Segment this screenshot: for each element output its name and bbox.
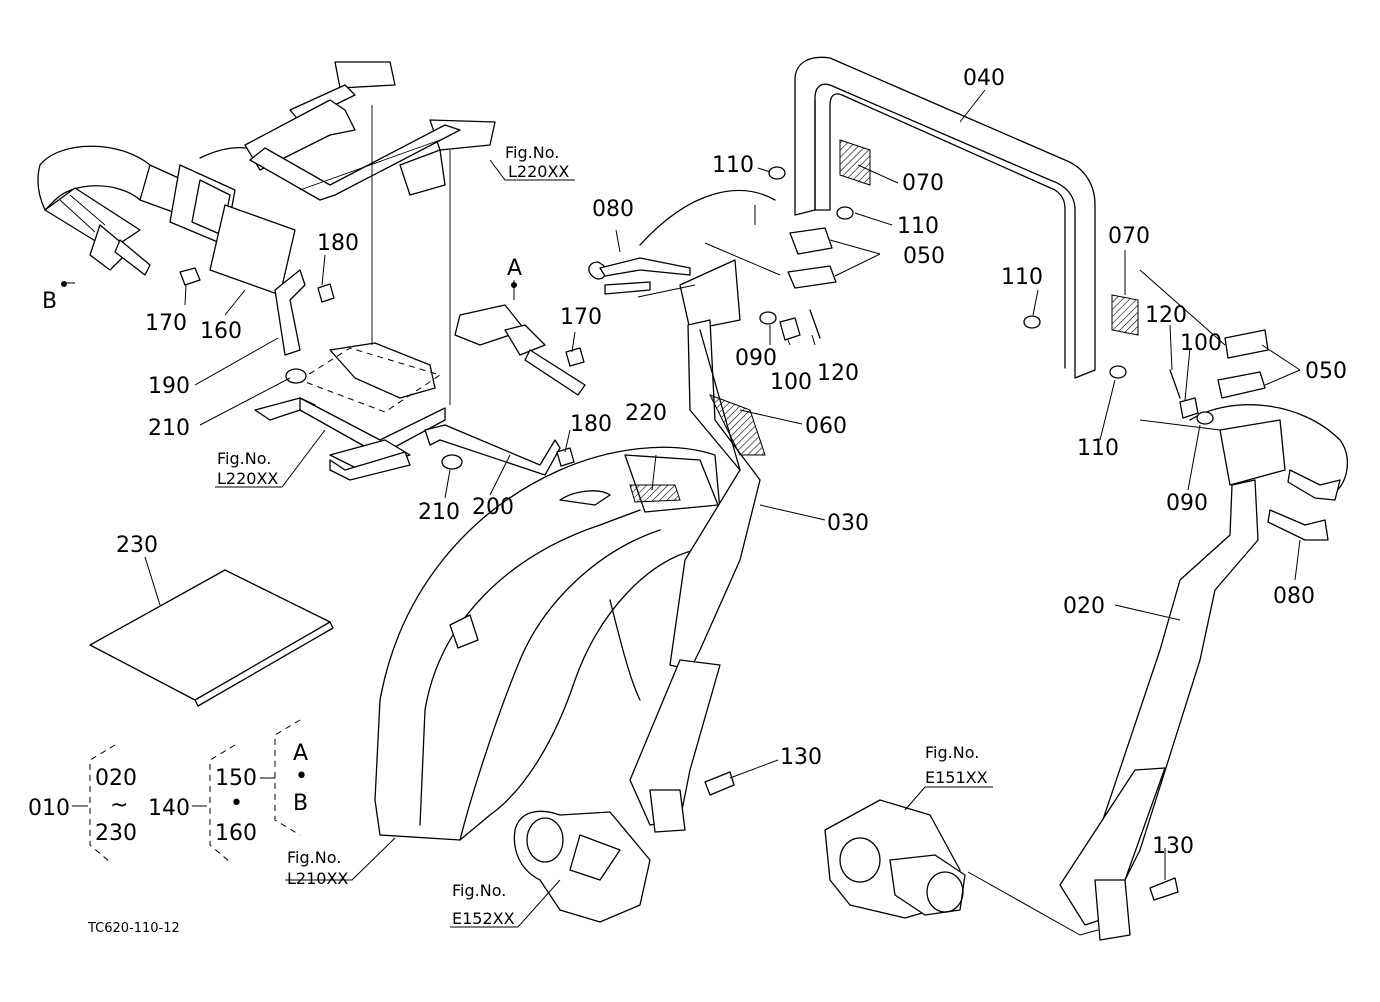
label-180-a: 180 — [317, 231, 359, 256]
legend-a: A — [293, 741, 308, 766]
fig-title-3: Fig.No. — [287, 848, 341, 867]
label-170-b: 170 — [560, 305, 602, 330]
housing-e151 — [824, 799, 966, 919]
label-160-a: 160 — [200, 319, 242, 344]
legend-bullet-2: • — [295, 764, 308, 789]
label-190: 190 — [148, 374, 190, 399]
label-180-b: 180 — [570, 412, 612, 437]
fig-ref-e151: E151XX — [925, 768, 988, 787]
ref-dot-b — [61, 281, 67, 287]
label-110-d: 110 — [1077, 436, 1119, 461]
legend-020: 020 — [95, 766, 137, 791]
seat-bracket — [254, 342, 446, 481]
fig-title-1: Fig.No. — [505, 143, 559, 162]
fig-ref-l220-left: L220XX — [217, 469, 278, 488]
label-130-a: 130 — [780, 745, 822, 770]
rops-post-left — [629, 259, 766, 833]
legend-230: 230 — [95, 821, 137, 846]
label-ref-a: A — [507, 256, 522, 281]
legend-b: B — [293, 791, 308, 816]
label-020-a: 020 — [1063, 594, 1105, 619]
label-070-a: 070 — [902, 171, 944, 196]
clip-050-right — [1224, 329, 1269, 359]
legend-150: 150 — [215, 766, 257, 791]
legend-tilde: ~ — [110, 793, 128, 818]
legend-160: 160 — [215, 821, 257, 846]
legend-bullet-1: • — [230, 791, 243, 816]
label-080-b: 080 — [1273, 584, 1315, 609]
seat-belt — [37, 145, 296, 296]
clip-050-top-b — [787, 265, 837, 289]
label-210-a: 210 — [148, 416, 190, 441]
legend-010: 010 — [28, 796, 70, 821]
housing-e152 — [513, 810, 651, 923]
label-210-b: 210 — [418, 500, 460, 525]
clip-050-right-b — [1217, 371, 1266, 399]
label-100-b: 100 — [1180, 331, 1222, 356]
fig-ref-e152: E152XX — [452, 909, 515, 928]
fig-title-4: Fig.No. — [452, 881, 506, 900]
bracket-200 — [424, 424, 561, 476]
rops-post-right — [1059, 419, 1286, 941]
diagram-code: TC620-110-12 — [87, 921, 180, 936]
bolts-nuts — [179, 267, 1179, 901]
label-110-a: 110 — [712, 153, 754, 178]
clip-050-top — [789, 227, 833, 255]
leader-lines — [64, 89, 1301, 936]
ref-dot-a — [511, 282, 517, 288]
fig-title-5: Fig.No. — [925, 743, 979, 762]
fig-ref-l220-top: L220XX — [508, 162, 569, 181]
label-100-a: 100 — [770, 370, 812, 395]
label-130-b: 130 — [1152, 834, 1194, 859]
label-120-a: 120 — [817, 361, 859, 386]
part-labels: 040 070 110 110 050 080 070 110 120 100 … — [42, 66, 1347, 859]
label-ref-b: B — [42, 289, 57, 314]
rear-fender — [374, 446, 721, 841]
label-050-a: 050 — [903, 244, 945, 269]
label-040: 040 — [963, 66, 1005, 91]
label-120-b: 120 — [1145, 303, 1187, 328]
bracket-190 — [274, 269, 306, 356]
label-030: 030 — [827, 511, 869, 536]
label-230-a: 230 — [116, 533, 158, 558]
label-090-b: 090 — [1166, 491, 1208, 516]
operator-manual — [89, 569, 334, 707]
seat-slide-rail — [199, 61, 496, 201]
buckle-a — [454, 304, 586, 396]
label-110-b: 110 — [897, 214, 939, 239]
figure-references: Fig.No. L220XX Fig.No. L220XX Fig.No. L2… — [217, 143, 988, 928]
rops-hoop — [794, 56, 1139, 379]
label-070-b: 070 — [1108, 224, 1150, 249]
label-220: 220 — [625, 401, 667, 426]
assembly-legend: 010 020 ~ 230 140 150 • 160 A • B — [28, 719, 308, 863]
fig-ref-l210: L210XX — [287, 869, 348, 888]
label-110-c: 110 — [1001, 265, 1043, 290]
label-200: 200 — [472, 495, 514, 520]
lynch-pins — [588, 189, 1349, 541]
label-080-a: 080 — [592, 197, 634, 222]
fig-title-2: Fig.No. — [217, 449, 271, 468]
label-170-a: 170 — [145, 311, 187, 336]
washers — [759, 166, 1214, 425]
legend-140: 140 — [148, 796, 190, 821]
label-060: 060 — [805, 414, 847, 439]
label-050-b: 050 — [1305, 359, 1347, 384]
label-090-a: 090 — [735, 346, 777, 371]
